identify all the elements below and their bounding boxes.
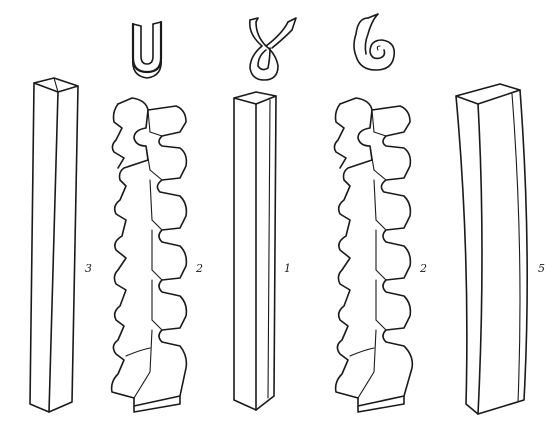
right-zigzag-label: 2 (419, 262, 427, 275)
u-cross-section (133, 22, 161, 78)
left-bar-label: 3 (85, 262, 92, 275)
right-zigzag-column (334, 98, 412, 412)
center-bar-label: 1 (284, 262, 291, 275)
right-plain-bar (456, 84, 527, 414)
center-plain-bar (234, 92, 276, 410)
spiral-cross-section (354, 14, 394, 70)
right-bar-label: 5 (538, 262, 545, 275)
left-plain-bar (30, 78, 78, 412)
left-zigzag-column (112, 98, 187, 412)
left-zigzag-label: 2 (195, 262, 203, 275)
loop-cross-section (250, 18, 296, 80)
